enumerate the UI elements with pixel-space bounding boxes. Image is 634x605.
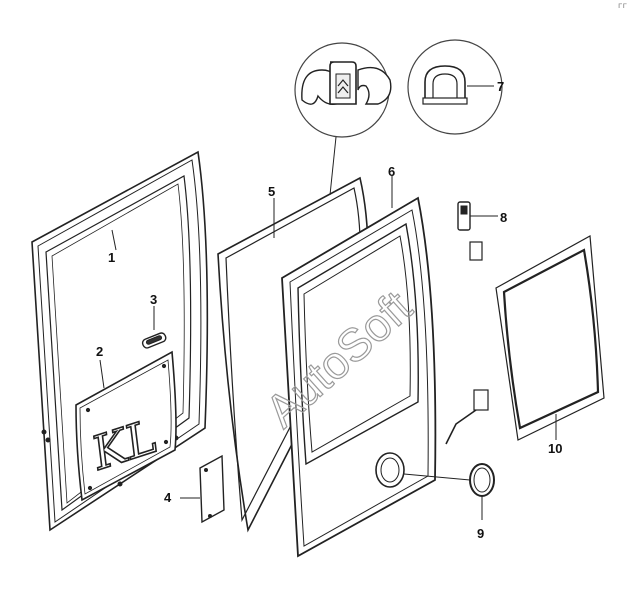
- part-3-handle-pocket: [141, 306, 167, 349]
- leader-1: [111, 229, 117, 251]
- callout-10: 10: [548, 441, 562, 456]
- callout-4: 4: [164, 490, 172, 505]
- leader-seal: [329, 136, 337, 196]
- callout-1: 1: [108, 250, 115, 265]
- corner-mark: ᴦᴦ: [618, 1, 627, 10]
- leader-2: [99, 359, 105, 389]
- part-1-door-inner-frame: [31, 150, 209, 532]
- callout-9: 9: [477, 526, 484, 541]
- part-8-lock-rod: [445, 201, 498, 445]
- part-4-small-plate: [180, 454, 225, 524]
- part-10-window-panel: [495, 235, 605, 441]
- callout-7: 7: [497, 79, 504, 94]
- part-7-profile-detail: [407, 39, 503, 135]
- callout-6: 6: [388, 164, 395, 179]
- part-9-grommet-ring: [403, 463, 495, 520]
- callout-5: 5: [268, 184, 275, 199]
- callout-8: 8: [500, 210, 507, 225]
- callout-3: 3: [150, 292, 157, 307]
- callout-2: 2: [96, 344, 103, 359]
- part-5-door-seal: [217, 176, 369, 533]
- part-2-logo-plate: KL: [75, 350, 177, 502]
- seal-profile-detail: [294, 42, 392, 138]
- part-6-door-leaf: [281, 176, 437, 558]
